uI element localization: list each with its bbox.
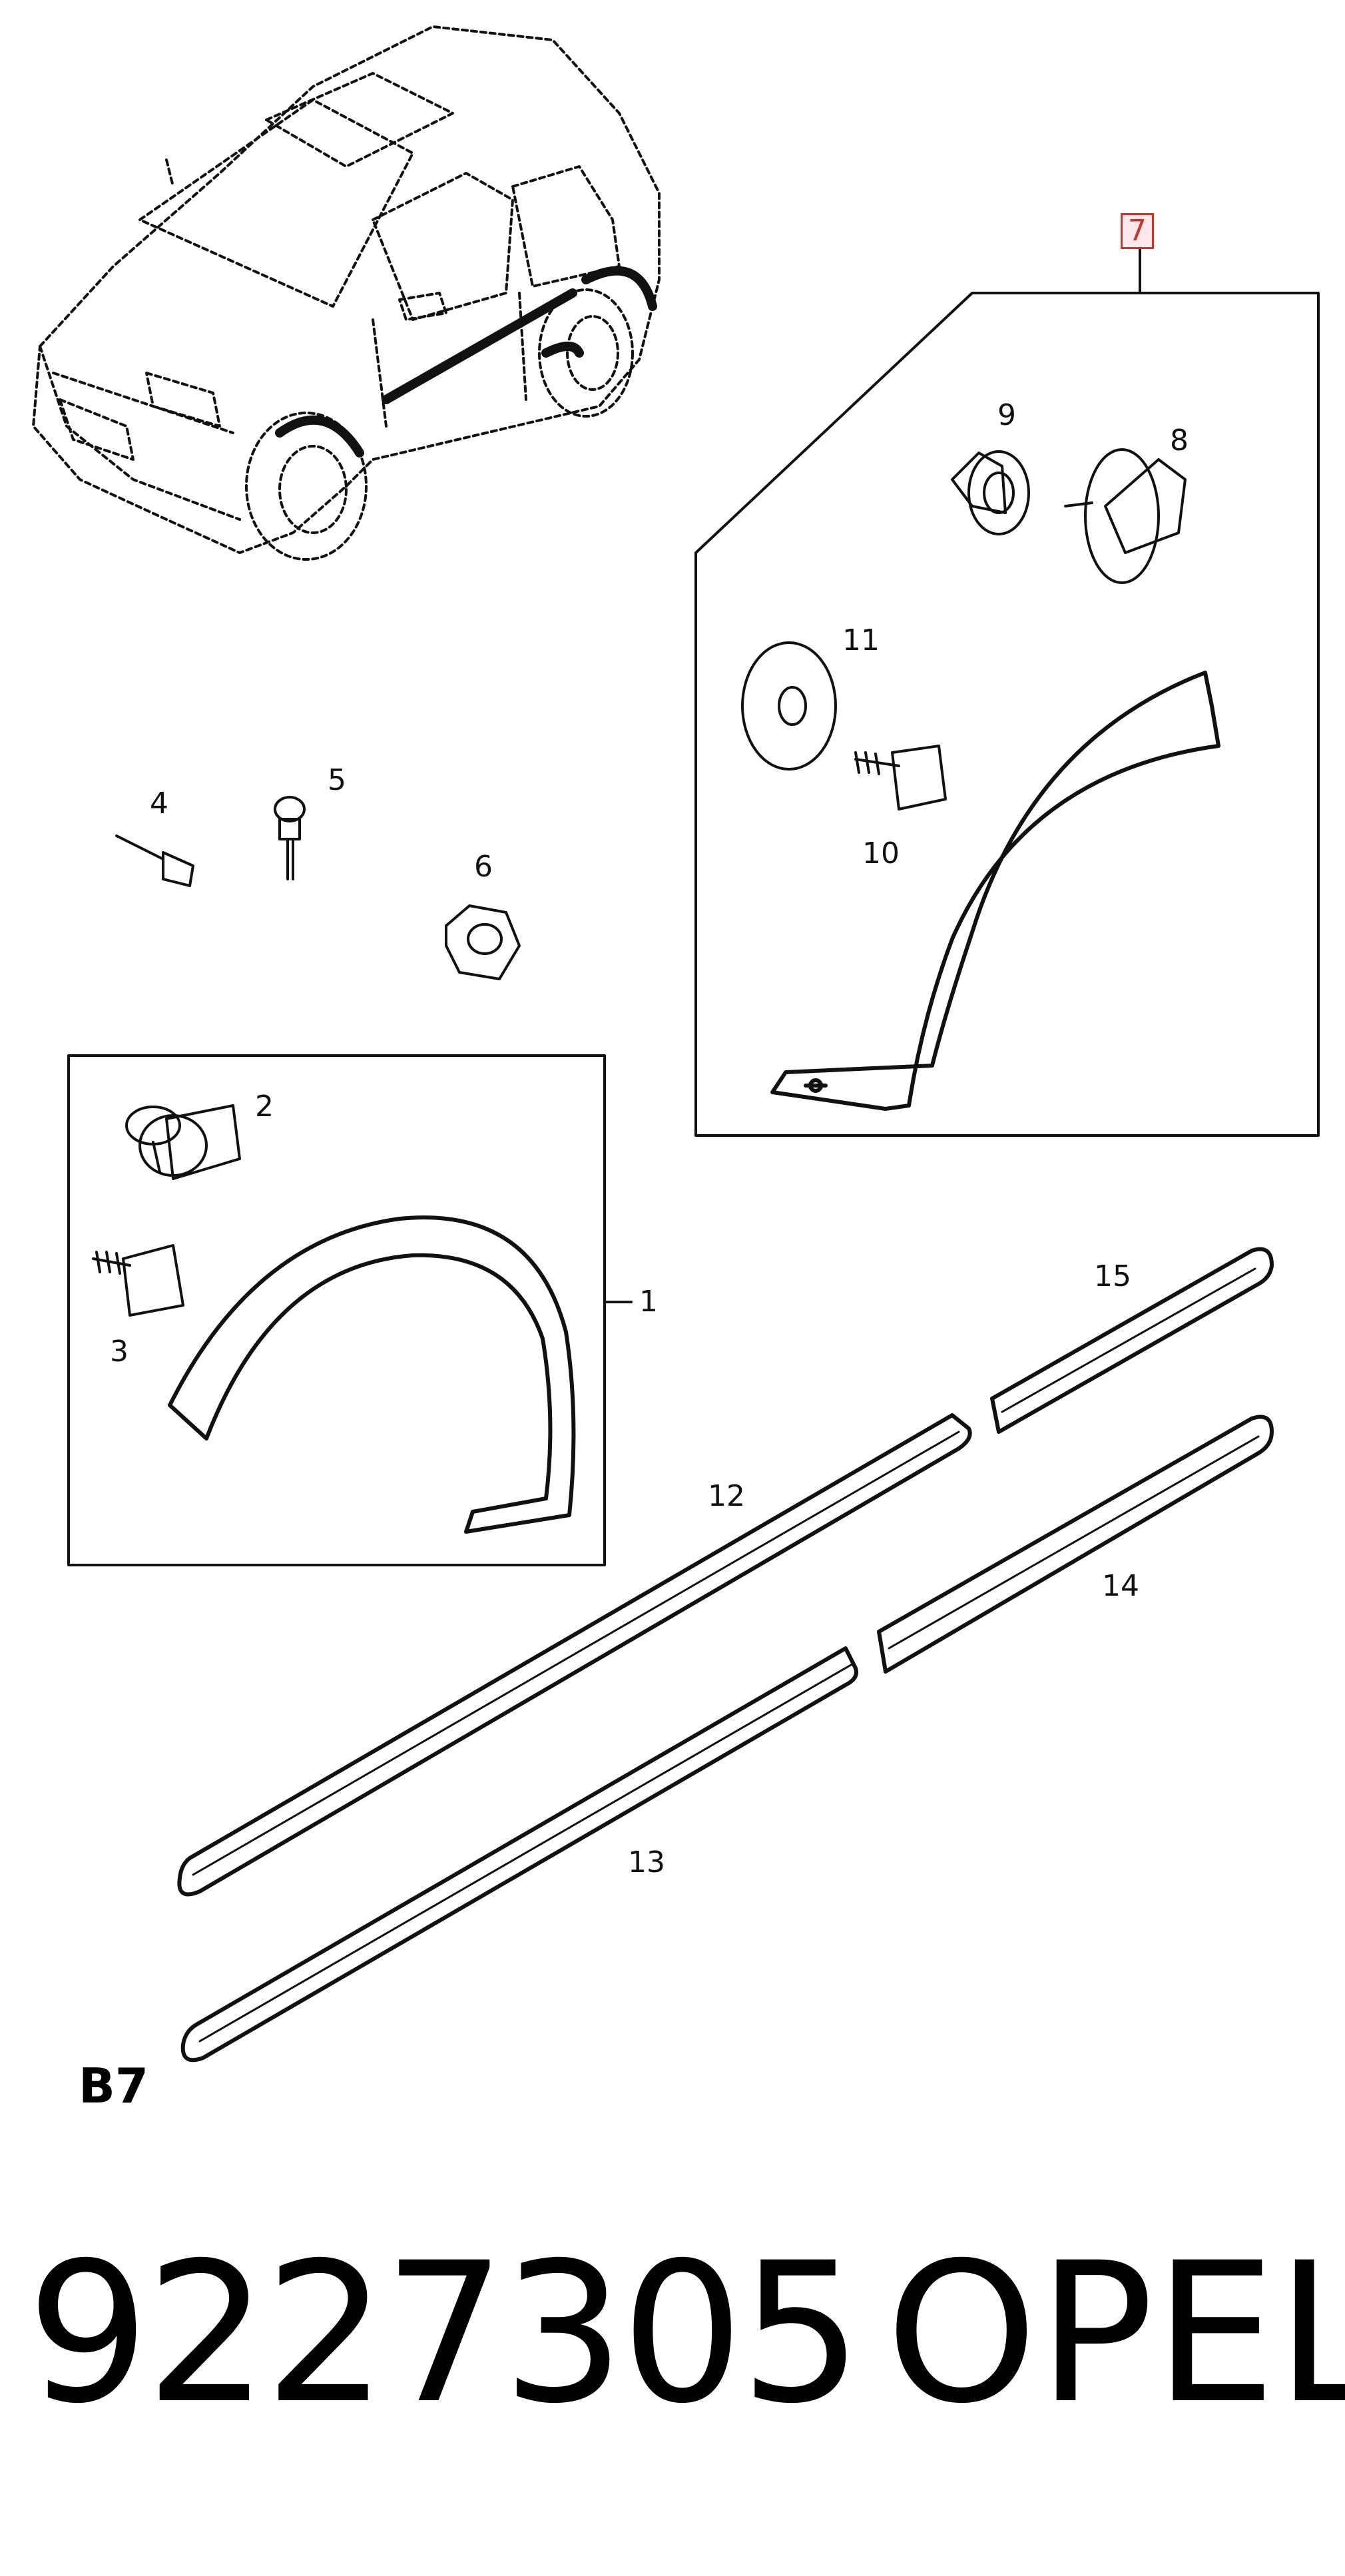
part-10-screw [854,745,947,810]
part-6-nut [445,904,521,980]
part-14-strip [877,1415,1274,1674]
part-2-clip [125,1104,241,1180]
callout-14: 14 [1102,1569,1139,1603]
callout-6: 6 [474,850,493,884]
callout-15: 15 [1094,1259,1131,1293]
part-3-screw [92,1244,184,1317]
car-illustration [32,25,661,561]
brand-name: OPEL [886,2222,1345,2446]
part-number: 9227305 [27,2222,863,2446]
callout-5: 5 [328,763,346,797]
callout-8: 8 [1170,424,1189,458]
group-box-1 [67,1054,606,1566]
section-code: B7 [79,2058,148,2114]
part-7-wheel-arch [770,671,1220,1111]
group-box-7 [694,292,1320,1137]
callout-1: 1 [639,1285,658,1319]
callout-3: 3 [110,1335,129,1369]
part-1-wheel-arch [168,1215,576,1534]
part-9-grommet [951,450,1030,535]
car-trim-highlight [275,266,657,458]
part-4-bolt [115,834,194,887]
part-8-clip [1064,448,1187,584]
callout-12: 12 [708,1479,745,1513]
part-13-strip [180,1646,858,2063]
callout-7: 7 [1121,213,1154,249]
part-5-pin [274,796,306,880]
callout-4: 4 [150,787,168,820]
callout-11: 11 [842,623,880,657]
callout-13: 13 [628,1845,665,1879]
part-11-washer [741,641,837,771]
callout-2: 2 [255,1090,274,1124]
part-15-strip [990,1247,1274,1434]
callout-10: 10 [862,836,900,870]
callout-9: 9 [997,398,1016,432]
part-12-strip [177,1413,972,1897]
